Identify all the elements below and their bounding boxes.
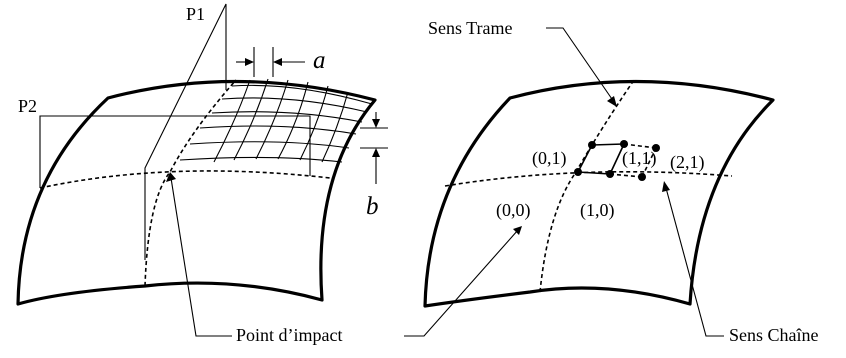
warp-arrowhead (662, 181, 670, 192)
left-figure: P1 P2 a b (16, 3, 388, 337)
spacing-b-label: b (366, 193, 379, 220)
right-warp-dotted (444, 170, 733, 187)
right-surface-boundary (423, 79, 775, 308)
coord-1-1-label: (1,1) (622, 148, 657, 169)
left-warp-dotted (39, 170, 331, 189)
node-2-1 (652, 144, 660, 152)
warp-direction-label: Sens Chaîne (729, 325, 819, 345)
coord-2-1-label: (2,1) (670, 152, 705, 173)
impact-point-label: Point d’impact (236, 325, 343, 345)
right-mesh (577, 143, 657, 178)
coord-0-0-label: (0,0) (496, 200, 531, 221)
weft-leader (546, 27, 615, 103)
right-figure: (0,1) (1,1) (2,1) (0,0) (1,0) Sens Trame… (404, 18, 819, 345)
left-surface-boundary (16, 79, 377, 306)
right-impact-arrowhead (513, 226, 522, 235)
coord-1-0-label: (1,0) (580, 200, 615, 221)
spacing-a-label: a (313, 47, 326, 74)
left-impact-leader (170, 177, 232, 337)
plane-p2-outline (39, 115, 311, 188)
weft-arrowhead (607, 96, 617, 107)
plane-p1-outline (144, 3, 227, 260)
left-grid (179, 78, 373, 163)
plane-p1-label: P1 (186, 4, 205, 24)
node-1-0 (606, 170, 614, 178)
dimension-b (360, 112, 388, 184)
node-1-1 (620, 140, 628, 148)
warp-leader (665, 187, 724, 337)
left-weft-dotted (144, 79, 237, 287)
coord-0-1-label: (0,1) (532, 148, 567, 169)
weft-direction-label: Sens Trame (428, 18, 513, 38)
plane-p2-label: P2 (18, 96, 37, 116)
node-0-0 (574, 168, 582, 176)
right-weft-dotted (539, 79, 635, 293)
node-0-1 (588, 141, 596, 149)
right-impact-leader (404, 229, 519, 337)
left-impact-arrowhead (166, 172, 176, 182)
dimension-a (236, 47, 305, 77)
node-2-0 (638, 173, 646, 181)
